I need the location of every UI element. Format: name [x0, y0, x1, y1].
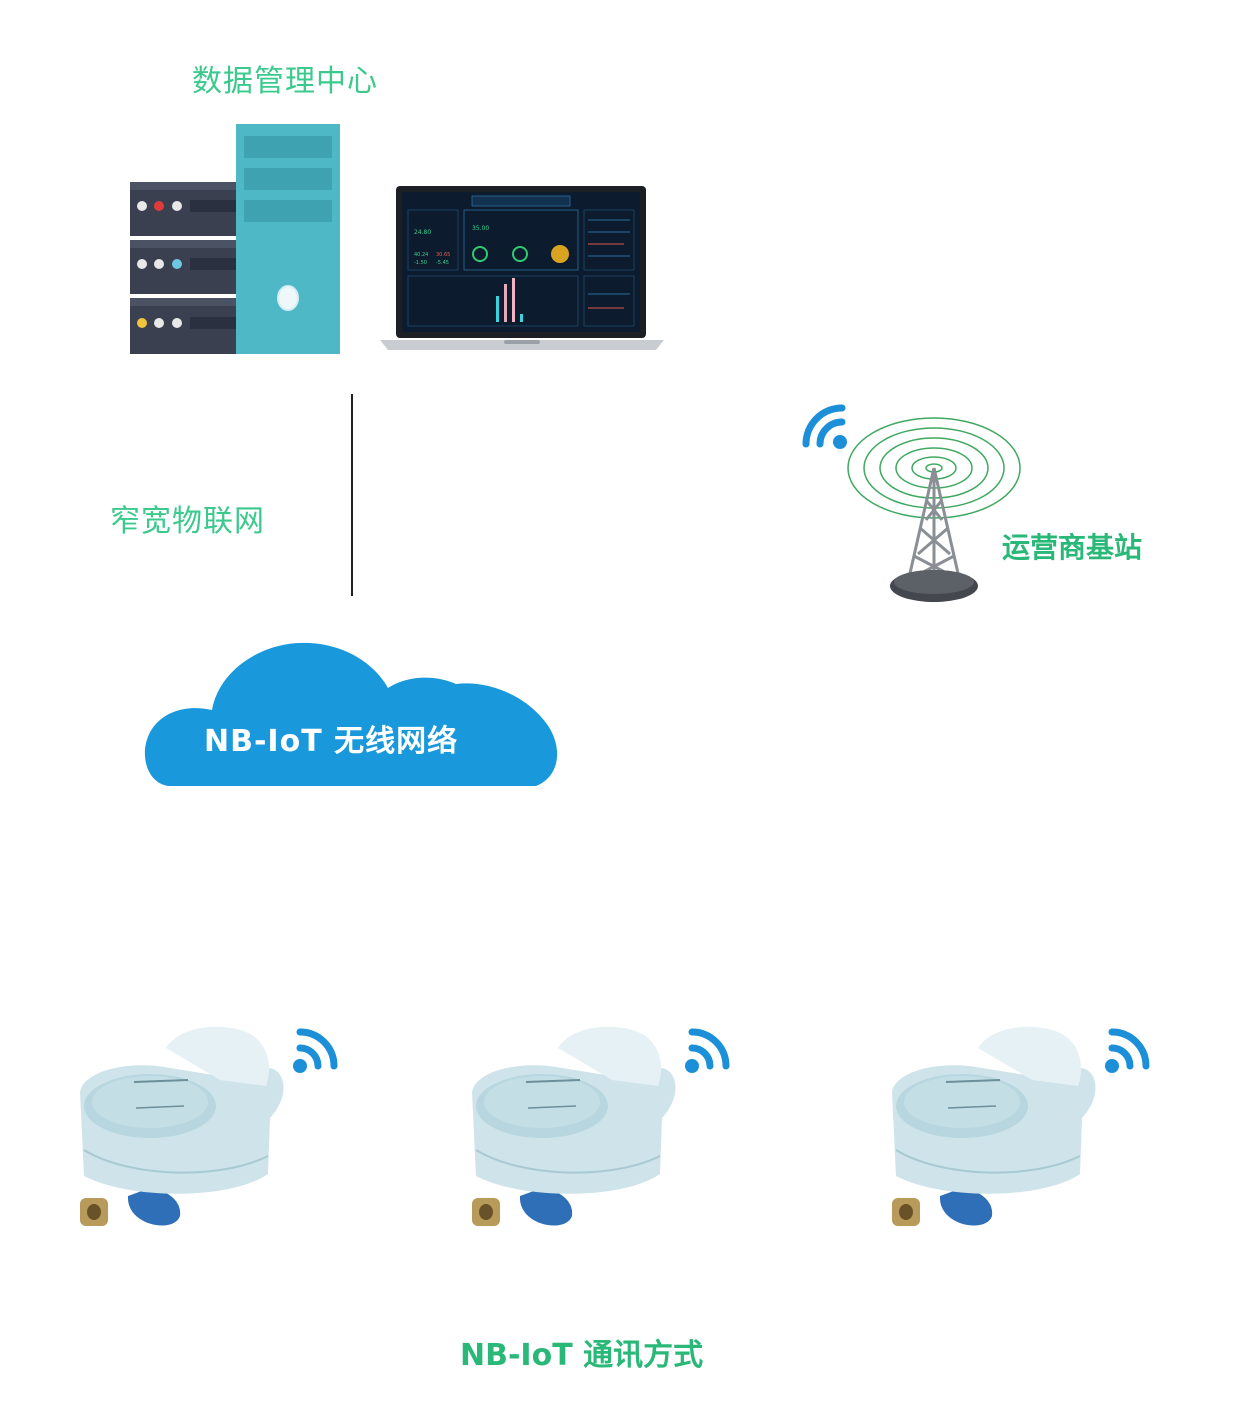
screen-value: 40.24 — [414, 252, 428, 258]
cloud-label: NB-IoT 无线网络 — [204, 724, 459, 759]
screen-value: 30.65 — [436, 252, 450, 258]
bottom-caption: NB-IoT 通讯方式 — [460, 1338, 704, 1373]
screen-value: -5.45 — [436, 260, 449, 266]
connector-line — [351, 394, 353, 596]
wifi-signal-icon — [685, 1028, 730, 1073]
screen-value: 24.80 — [414, 229, 431, 236]
laptop-icon: 24.80 35.00 40.24 -1.50 30.65 -5.45 — [380, 186, 664, 350]
cell-tower-icon — [802, 404, 1021, 602]
nb-network-label: 窄宽物联网 — [110, 504, 265, 539]
tower-server-icon — [236, 124, 340, 354]
server-rack-icon — [130, 182, 250, 354]
wifi-signal-icon — [802, 404, 847, 449]
server-icon — [130, 124, 340, 354]
wifi-signal-icon — [1105, 1028, 1150, 1073]
wifi-signal-icon — [293, 1028, 338, 1073]
data-center-title: 数据管理中心 — [192, 64, 378, 99]
screen-value: 35.00 — [472, 225, 489, 232]
screen-value: -1.50 — [414, 260, 427, 266]
base-station-label: 运营商基站 — [1002, 531, 1143, 564]
cloud-icon — [144, 642, 558, 786]
water-meter-icon — [472, 1026, 730, 1226]
water-meter-icon — [892, 1026, 1150, 1226]
water-meter-icon — [80, 1026, 338, 1226]
